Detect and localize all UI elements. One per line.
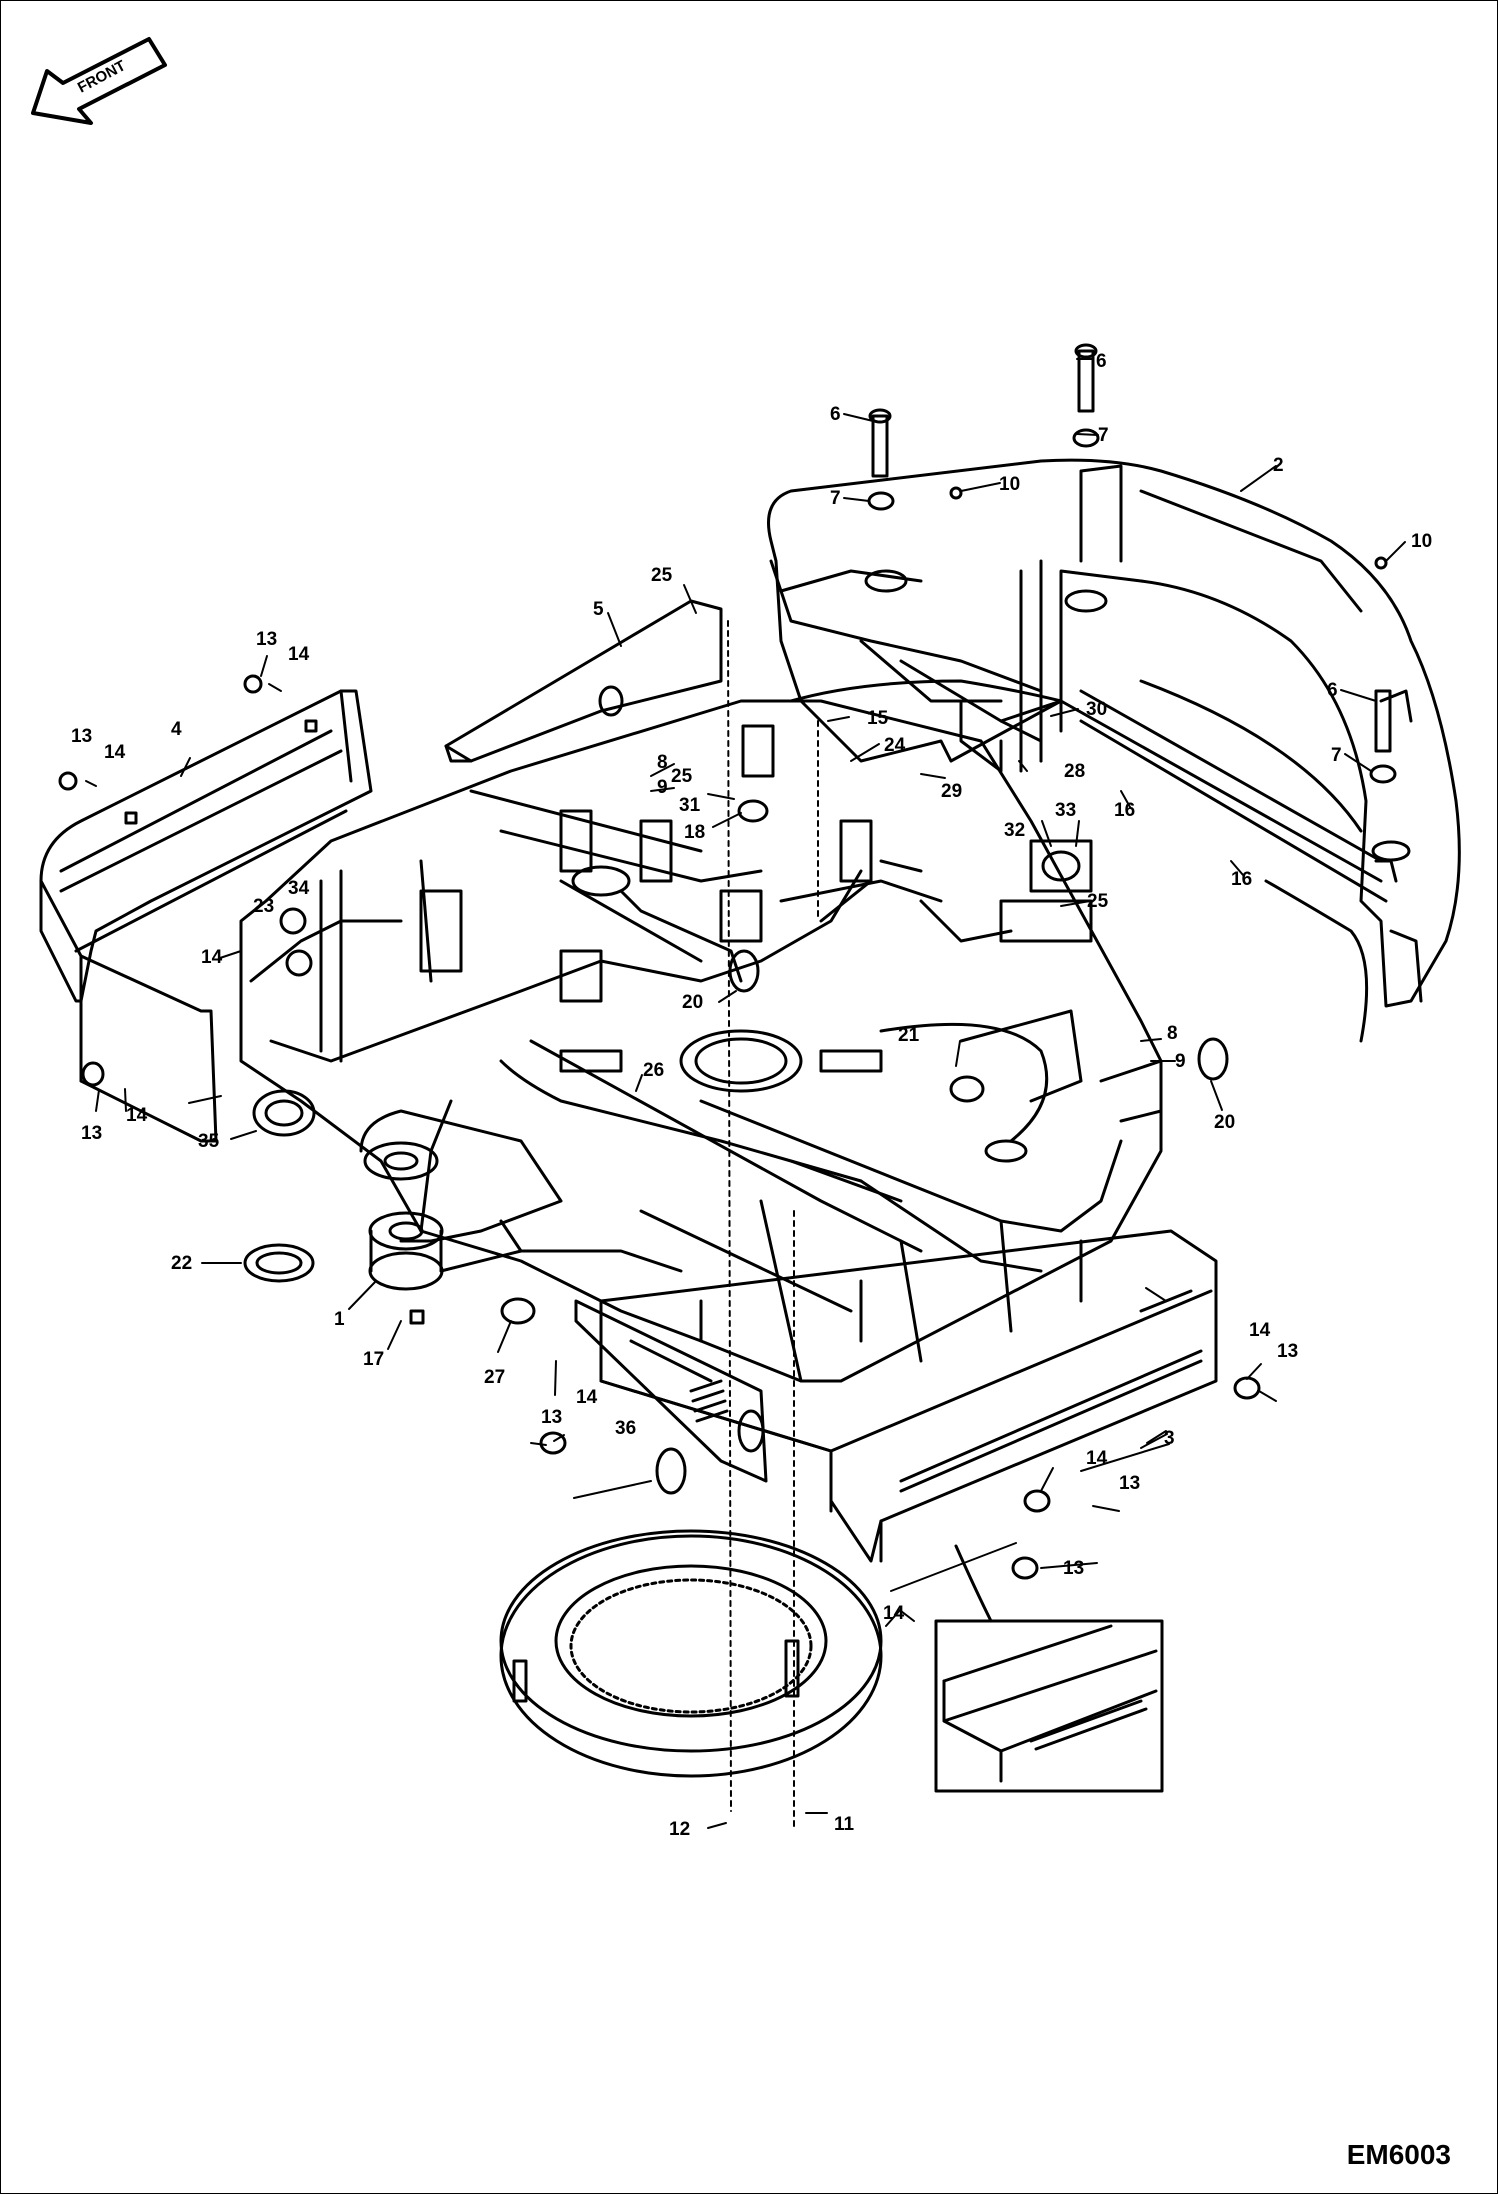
callout-20: 20 (1214, 1112, 1235, 1133)
callout-25: 25 (1087, 891, 1109, 912)
callout-31: 31 (679, 795, 701, 816)
callout-24: 24 (884, 735, 906, 756)
callout-13: 13 (1277, 1341, 1298, 1362)
callout-14: 14 (883, 1603, 905, 1624)
callout-25: 25 (671, 766, 693, 787)
part-2-counterweight (767, 458, 1461, 1043)
swing-bearing-ring (499, 1529, 883, 1778)
callout-1: 1 (334, 1309, 345, 1330)
gaskets (58, 674, 1261, 1703)
front-direction-arrow: FRONT (31, 37, 167, 125)
callout-32: 32 (1004, 820, 1025, 841)
callout-13: 13 (1119, 1473, 1140, 1494)
callout-25: 25 (651, 565, 673, 586)
callout-6: 6 (830, 404, 841, 425)
upper-frame (239, 699, 1163, 1383)
callout-33: 33 (1055, 800, 1076, 821)
callout-36: 36 (615, 1418, 636, 1439)
callout-7: 7 (1098, 425, 1109, 446)
part-5-bracket (444, 599, 723, 763)
callout-29: 29 (941, 781, 962, 802)
callout-14: 14 (576, 1387, 598, 1408)
callout-13: 13 (541, 1407, 562, 1428)
callout-5: 5 (593, 599, 604, 620)
callout-13: 13 (81, 1123, 102, 1144)
callout-13: 13 (256, 629, 277, 650)
callout-27: 27 (484, 1367, 505, 1388)
callout-28: 28 (1064, 761, 1085, 782)
callout-14: 14 (1086, 1448, 1108, 1469)
callout-12: 12 (669, 1819, 690, 1840)
callout-6: 6 (1327, 680, 1338, 701)
detail-inset (934, 1544, 1164, 1793)
callout-10: 10 (999, 474, 1020, 495)
callout-16: 16 (1231, 869, 1252, 890)
callout-14: 14 (201, 947, 223, 968)
callout-13: 13 (1063, 1558, 1084, 1579)
callout-4: 4 (171, 719, 182, 740)
callout-8: 8 (1167, 1023, 1178, 1044)
callout-18: 18 (684, 822, 705, 843)
callout-14: 14 (104, 742, 126, 763)
leader-lines (85, 358, 1406, 1829)
callout-23: 23 (253, 896, 274, 917)
callout-26: 26 (643, 1060, 664, 1081)
callout-34: 34 (288, 878, 310, 899)
callout-3: 3 (1164, 1428, 1175, 1449)
counterweight-bolts (867, 343, 1397, 784)
callout-17: 17 (363, 1349, 384, 1370)
callout-8: 8 (657, 752, 668, 773)
callout-14: 14 (1249, 1320, 1271, 1341)
callout-11: 11 (834, 1814, 855, 1835)
callout-7: 7 (1331, 745, 1342, 766)
part-4-side-cover (39, 689, 373, 1143)
callout-9: 9 (1175, 1051, 1186, 1072)
callout-2: 2 (1273, 455, 1284, 476)
callout-22: 22 (171, 1253, 192, 1274)
callout-21: 21 (898, 1025, 920, 1046)
callout-14: 14 (288, 644, 310, 665)
callout-14: 14 (126, 1105, 148, 1126)
callout-9: 9 (657, 777, 668, 798)
callout-13: 13 (71, 726, 92, 747)
callout-15: 15 (867, 708, 889, 729)
callout-7: 7 (830, 488, 841, 509)
callout-30: 30 (1086, 699, 1107, 720)
part-1-swing-bracket (359, 1109, 683, 1291)
callout-10: 10 (1411, 531, 1432, 552)
swing-centre-plate (571, 865, 1028, 1163)
alignment-lines (727, 620, 819, 1832)
figure-reference-code: EM6003 (1346, 2139, 1451, 2170)
callout-6: 6 (1096, 351, 1107, 372)
callout-labels: 6 7 6 7 10 2 10 6 7 25 5 15 24 30 29 28 … (71, 351, 1432, 1840)
callout-35: 35 (198, 1131, 220, 1152)
callout-20: 20 (682, 992, 703, 1013)
callout-16: 16 (1114, 800, 1135, 821)
